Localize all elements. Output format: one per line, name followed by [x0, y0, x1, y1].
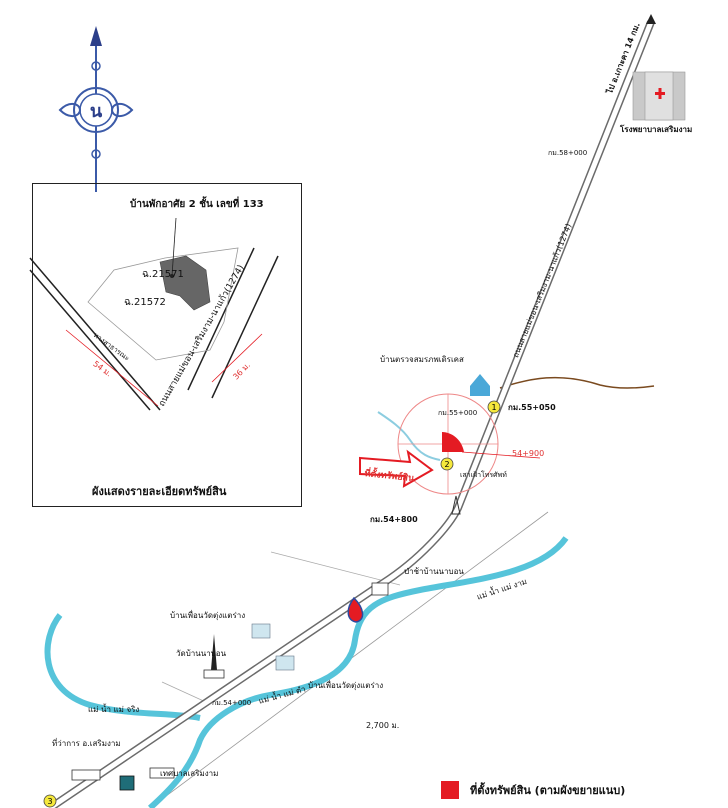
- inset-house-label: บ้านพักอาศัย 2 ชั้น เลขที่ 133: [130, 199, 264, 210]
- km-54800-label: กม.54+800: [370, 515, 418, 524]
- inset-dim-54: [65, 329, 159, 407]
- inset-map: [29, 217, 279, 411]
- inset-plot-boundary: [87, 247, 239, 361]
- village-icon-2: [275, 655, 295, 671]
- tower-icon: [451, 495, 461, 515]
- hospital-label: โรงพยาบาลเสริมงาม: [620, 125, 693, 134]
- compass-letter: น: [90, 101, 103, 122]
- legend-swatch: [441, 781, 459, 799]
- inset-dim-36: [211, 333, 263, 383]
- inset-caption: ผังแสดงรายละเอียดทรัพย์สิน: [92, 485, 227, 498]
- property-marker: [442, 432, 464, 452]
- property-arrow: [359, 449, 434, 488]
- marker-3: 3: [43, 794, 57, 808]
- river-lower: [44, 613, 201, 721]
- km-55000-label: กม.55+000: [438, 409, 478, 417]
- svg-text:1: 1: [491, 403, 496, 412]
- forest-office-label: ป่าช้าบ้านนาบอน: [404, 567, 464, 576]
- health-station-icon: [470, 374, 490, 396]
- legend-label: ที่ตั้งทรัพย์สิน (ตามผังขยายแนบ): [470, 784, 626, 797]
- district-office-label: ที่ว่าการ อ.เสริมงาม: [52, 739, 121, 748]
- river-upper: [147, 536, 569, 808]
- north-arrowhead: [646, 14, 656, 24]
- district-office-icon: [71, 769, 101, 781]
- river-label-3: แม่ น้ำ แม่ จริง: [88, 705, 140, 714]
- fuel-icon: [347, 596, 364, 623]
- municipality-building-icon: [149, 767, 175, 779]
- stream-property: [377, 411, 441, 461]
- svg-text:3: 3: [47, 797, 52, 806]
- inset-plot-1: ฉ.21571: [142, 269, 184, 280]
- km-54900-label: 54+900: [512, 449, 545, 458]
- temple-post-label: เสาเฝ้าโทรศัพท์: [460, 471, 507, 479]
- village-1-label: บ้านเพื่อนวัดตุ่งแตร่าง: [170, 611, 246, 620]
- forest-office-icon: [371, 582, 389, 596]
- marker-2: 2: [440, 457, 454, 471]
- temple-icon: [203, 634, 225, 679]
- village-2-label: บ้านเพื่อนวัดตุ่งแตร่าง: [308, 681, 384, 690]
- village-icon-1: [251, 623, 271, 639]
- km-top-label: กม.58+000: [548, 149, 588, 157]
- compass-rose: น: [58, 26, 134, 192]
- property-dim-line: [461, 451, 541, 459]
- municipality-label: เทศบาลเสริมงาม: [160, 769, 219, 778]
- marker-1: 1: [487, 400, 501, 414]
- inset-frame: [32, 183, 302, 507]
- svg-text:2: 2: [444, 460, 449, 469]
- distance-label: 2,700 ม.: [366, 721, 400, 730]
- hospital-icon: [632, 71, 686, 121]
- km-55050-label: กม.55+050: [508, 403, 556, 412]
- health-station-label: บ้านตรวจสมรภพเดิรเคส: [380, 355, 464, 364]
- dirt-road: [499, 376, 655, 389]
- temple-1-label: วัดบ้านนาบอน: [176, 649, 227, 658]
- municipality-icon: [119, 775, 135, 791]
- secondary-road-line-2: [161, 681, 209, 704]
- secondary-road-line: [270, 551, 401, 586]
- km-54000-label: กม.54+000: [212, 699, 252, 707]
- inset-plot-2: ฉ.21572: [124, 297, 166, 308]
